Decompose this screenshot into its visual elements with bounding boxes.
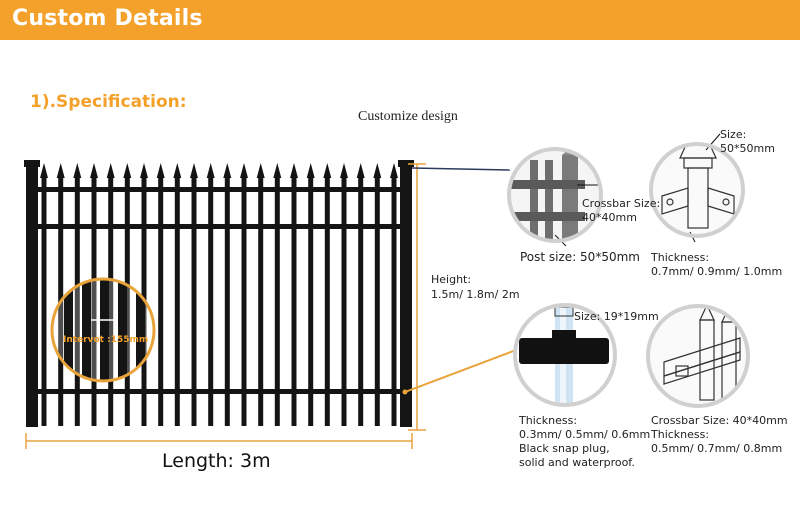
fence-picket [108,176,114,426]
post-size-label: Post size: 50*50mm [520,250,640,264]
fence-picket [224,176,230,426]
bracket-thickness-value: 0.7mm/ 0.9mm/ 1.0mm [651,265,783,278]
fence-picket [74,176,80,426]
fence-picket [41,176,47,426]
fence-picket [341,176,347,426]
cap-size-label: Size: 50*50mm [720,128,775,155]
fence-spear-tip [240,163,248,178]
interval-label: Intervot :155mm [63,335,149,345]
left-post-cap [24,160,40,167]
fence-spear-tip [90,163,98,178]
fence-spear-tip [256,163,265,178]
fence-picket [91,176,97,426]
fence-spear-tip [73,163,82,178]
crossbar-size-label: Crossbar Size: [582,197,661,210]
detail-snap-plug [513,303,617,407]
fence-spear-tip [156,163,165,178]
fence-picket [374,176,380,426]
length-label: Length: 3m [162,450,271,472]
fence-picket [308,176,314,426]
fence-picket [358,176,364,426]
crossbar-bottom-size: Crossbar Size: 40*40mm [651,414,788,427]
fence-spear-tip [106,163,115,178]
height-label: Height: [431,273,472,286]
fence-spear-tip [173,163,182,178]
fence-picket [174,176,180,426]
fence-picket [158,176,164,426]
fence-picket [241,176,247,426]
fence-upper-rail [30,224,408,229]
fence-picket [124,176,130,426]
fence-picket [258,176,264,426]
fence-spear-tip [123,163,132,178]
fence-spear-tip [306,163,315,178]
plug-thickness-value: 0.3mm/ 0.5mm/ 0.6mm [519,428,651,441]
fence-spear-tip [273,163,282,178]
plug-size-label: Size: 19*19mm [574,310,659,323]
fence-picket [391,176,397,426]
fence-spear-tip [206,163,215,178]
crossbar-bottom-thickness-label: Thickness: [651,428,710,441]
fence-spear-tip [223,163,232,178]
fence-picket [208,176,214,426]
fence-picket [191,176,197,426]
detail-crossbar-post [507,147,603,247]
fence-spear-tip [56,163,65,178]
height-values: 1.5m/ 1.8m/ 2m [431,288,520,301]
fence-spear-tip [373,163,382,178]
fence-picket [291,176,297,426]
plug-thickness-label: Thickness: [519,414,578,427]
fence-spear-tip [356,163,365,178]
leader-bottom [404,349,517,393]
header-title: Custom Details [12,6,203,31]
plug-description-2: solid and waterproof. [519,456,635,469]
fence-spear-tip [323,163,332,178]
leader-top [411,167,511,171]
fence-spear-tip [290,163,298,178]
fence-picket [324,176,330,426]
height-dimension [408,163,426,431]
design-caption: Customize design [358,109,458,124]
right-post [400,165,412,427]
fence-spear-tip [140,163,148,178]
bracket-thickness-label: Thickness: [651,251,710,264]
right-post-cap [398,160,414,167]
interval-magnifier [50,277,156,383]
detail-cap-bracket [649,133,745,243]
plug-description-1: Black snap plug, [519,442,610,455]
header-bar: Custom Details [0,0,800,40]
left-post [26,165,38,427]
section-heading: 1).Specification: [30,92,187,112]
fence-bottom-rail [30,389,408,394]
fence-spear-tip [390,163,398,178]
crossbar-size-value: 40*40mm [582,211,637,224]
detail-crossbar-section [646,304,750,408]
crossbar-bottom-thickness-value: 0.5mm/ 0.7mm/ 0.8mm [651,442,783,455]
length-dimension [25,433,413,449]
fence-spear-tip [190,163,198,178]
fence-spear-tip [40,163,48,178]
fence-top-rail [30,187,408,192]
fence-spear-tip [340,163,348,178]
fence-picket [274,176,280,426]
